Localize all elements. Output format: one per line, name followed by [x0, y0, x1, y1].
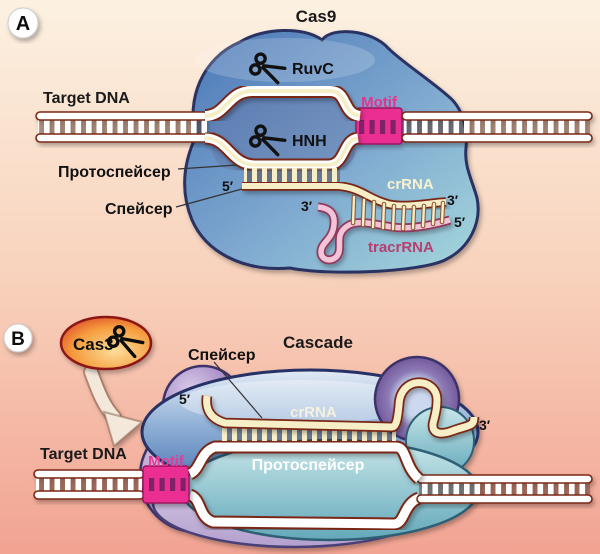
target-dna-ladder-left-a — [35, 111, 209, 143]
cas3-enzyme: Cas3 — [59, 315, 153, 371]
dna-bubble-bottom-strand-b — [186, 488, 423, 531]
panel-a: A Cas9 Target DNA RuvC HNH Motif Протосп… — [7, 7, 593, 274]
dna-bubble-top-strand-a — [204, 84, 362, 123]
crRNA-3prime-b: 3′ — [479, 417, 491, 433]
cascade-title: Cascade — [283, 333, 353, 352]
target-dna-ladder-right-b — [416, 474, 593, 504]
motif-block-b — [142, 465, 190, 504]
target-dna-label-b: Target DNA — [40, 446, 127, 463]
dna-bubble-bottom-strand-a — [204, 131, 361, 172]
motif-block-a — [355, 107, 403, 145]
protospacer-label-a: Протоспейсер — [58, 164, 171, 181]
panel-b-badge: B — [3, 323, 33, 353]
panel-b: Cas3 — [3, 315, 593, 549]
tracrRNA-5prime-a: 5′ — [454, 214, 466, 230]
crRNA-5prime-a: 5′ — [222, 178, 234, 194]
cas3-arrow — [83, 364, 145, 448]
cas9-sheen — [195, 38, 375, 82]
crRNA-strand-a — [242, 181, 447, 211]
crRNA-label-b: crRNA — [290, 404, 337, 421]
target-dna-ladder-right-a — [401, 111, 593, 143]
tracrRNA-label-a: tracrRNA — [368, 239, 434, 256]
svg-text:A: A — [16, 13, 30, 35]
cas9-inner-cleft — [212, 96, 356, 170]
cascade-sheen — [180, 380, 420, 424]
crRNA-strand-b — [201, 377, 480, 439]
dna-bubble-top-strand-b — [186, 440, 424, 484]
tracrRNA-3prime-a: 3′ — [301, 198, 313, 214]
crRNA-dna-hybrid-rungs-a — [244, 168, 340, 183]
svg-text:B: B — [11, 329, 25, 350]
spacer-leader-line-b — [213, 361, 263, 419]
spacer-label-a: Спейсер — [105, 201, 173, 218]
motif-label-a: Motif — [361, 94, 398, 111]
spacer-leader-line-a — [175, 188, 243, 208]
cas3-label: Cas3 — [73, 335, 114, 354]
ruvc-label: RuvC — [292, 61, 334, 78]
rna-duplex-rungs-a — [350, 194, 446, 232]
target-dna-ladder-left-b — [33, 469, 145, 500]
protospacer-label-b: Протоспейсер — [252, 457, 365, 474]
protospacer-leader-line-a — [177, 164, 238, 170]
crRNA-3prime-a: 3′ — [447, 192, 459, 208]
crRNA-label-a: crRNA — [387, 176, 434, 193]
motif-label-b: Motif — [148, 453, 185, 470]
target-dna-label-a: Target DNA — [43, 90, 130, 107]
spacer-label-b: Спейсер — [188, 347, 256, 364]
crRNA-5prime-b: 5′ — [179, 391, 191, 407]
cas9-title: Cas9 — [296, 7, 337, 26]
panel-a-badge: A — [7, 7, 39, 39]
hnh-label: HNH — [292, 133, 327, 150]
